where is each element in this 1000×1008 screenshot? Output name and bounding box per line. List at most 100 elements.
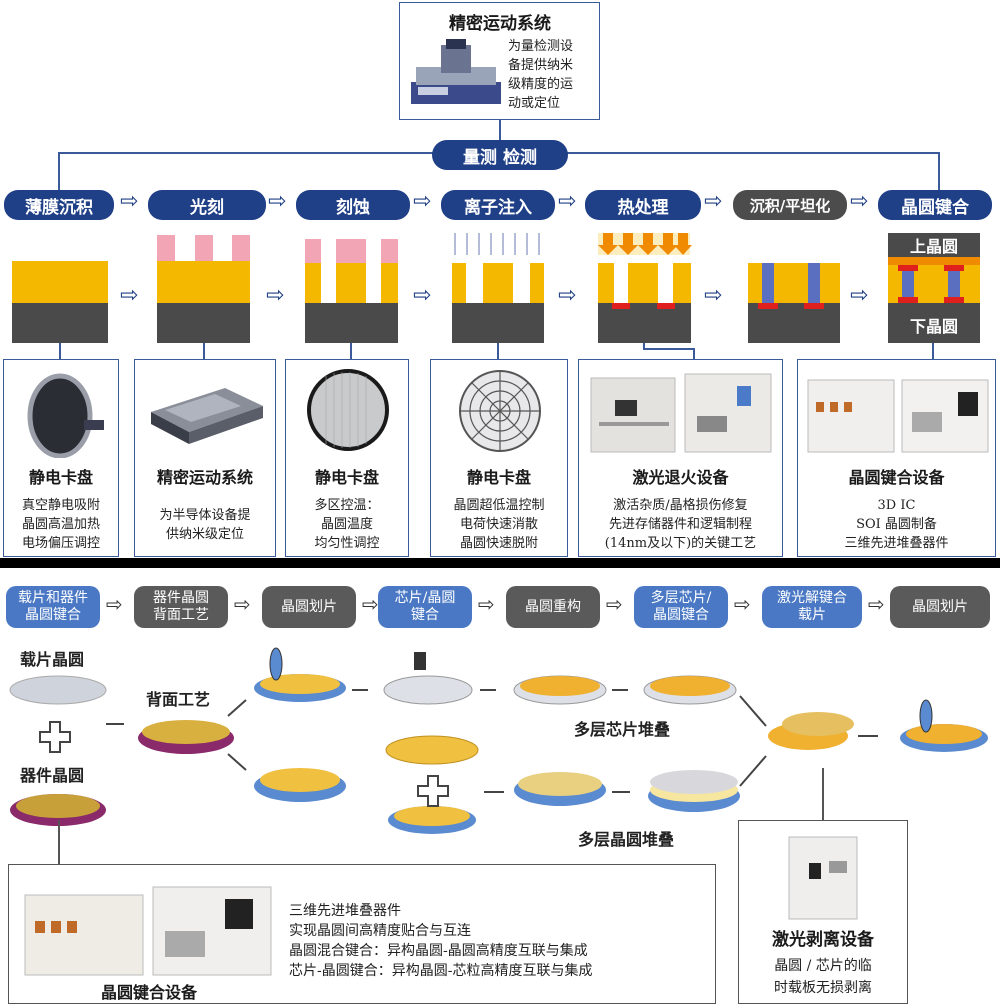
laser-debond-machine-image <box>788 836 858 920</box>
connector-line <box>643 343 645 349</box>
equipment-desc: 多区控温：晶圆温度均匀性调控 <box>314 498 380 551</box>
bonding-diagram <box>888 233 980 343</box>
electrostatic-chuck-image <box>307 369 389 451</box>
connector-line <box>643 348 693 350</box>
equipment-box-esc-1: 静电卡盘 真空静电吸附晶圆高温加热电场偏压调控 <box>3 359 119 557</box>
device-wafer-label: 器件晶圆 <box>20 766 85 785</box>
carrier-wafer-label: 载片晶圆 <box>20 650 85 669</box>
laser-debond-box: 激光剥离设备 晶圆 / 芯片的临时载板无损剥离 <box>738 820 908 1004</box>
equipment-box-esc-3: 静电卡盘 晶圆超低温控制电荷快速消散晶圆快速脱附 <box>430 359 568 557</box>
flow-step-1: 载片和器件 晶圆键合 <box>6 586 100 628</box>
process-diagrams <box>12 233 980 343</box>
flow-step-5: 晶圆重构 <box>506 586 600 628</box>
connector-line <box>58 820 60 864</box>
stacking-illustration <box>9 647 988 834</box>
step-deposition-planarization: 沉积/平坦化 <box>733 190 847 220</box>
arrow-icon: ⇨ <box>868 592 885 616</box>
wafer-bonding-machine-image <box>807 379 989 453</box>
flow-step-7: 激光解键合 载片 <box>762 586 862 628</box>
bonding-machines-image <box>24 886 272 976</box>
arrow-icon: ⇨ <box>234 592 251 616</box>
equipment-title: 静电卡盘 <box>314 468 379 487</box>
planarization-diagram <box>748 263 840 343</box>
arrow-icon: ⇨ <box>120 283 139 308</box>
equipment-desc: 晶圆超低温控制电荷快速消散晶圆快速脱附 <box>453 498 545 551</box>
flow-step-4: 芯片/晶圆 键合 <box>378 586 472 628</box>
arrow-icon: ⇨ <box>606 592 623 616</box>
arrow-icon: ⇨ <box>734 592 751 616</box>
arrow-icon: ⇨ <box>704 189 723 214</box>
arrow-icon: ⇨ <box>478 592 495 616</box>
equipment-title: 精密运动系统 <box>156 468 253 487</box>
step-ion-implant: 离子注入 <box>441 190 555 220</box>
thin-film-diagram <box>12 261 108 343</box>
arrow-icon: ⇨ <box>268 189 287 214</box>
arrow-icon: ⇨ <box>413 189 432 214</box>
equipment-desc: 真空静电吸附晶圆高温加热电场偏压调控 <box>21 498 100 551</box>
top-box-desc: 为量检测设 备提供纳米 级精度的运 动或定位 <box>508 39 574 111</box>
connector-line <box>938 152 940 190</box>
multi-chip-stack-label: 多层芯片堆叠 <box>574 720 671 739</box>
arrow-icon: ⇨ <box>704 283 723 308</box>
connector-line <box>693 348 695 359</box>
arrow-icon: ⇨ <box>266 283 285 308</box>
laser-debond-title: 激光剥离设备 <box>772 930 874 950</box>
equipment-title: 静电卡盘 <box>28 468 93 487</box>
equipment-box-motion: 精密运动系统 为半导体设备提供纳米级定位 <box>134 359 276 557</box>
equipment-title: 晶圆键合设备 <box>848 468 945 487</box>
equipment-title: 激光退火设备 <box>632 468 729 487</box>
arrow-icon: ⇨ <box>106 592 123 616</box>
bonding-equipment-box: 晶圆键合设备 三维先进堆叠器件实现晶圆间高精度贴合与互连 晶圆混合键合：异构晶圆… <box>8 864 716 1004</box>
lower-wafer-label: 下晶圆 <box>909 317 958 336</box>
electrostatic-chuck-image <box>459 370 541 452</box>
arrow-icon: ⇨ <box>362 592 379 616</box>
bonding-box-title: 晶圆键合设备 <box>100 983 197 1002</box>
connector-line <box>59 343 61 359</box>
arrow-icon: ⇨ <box>413 283 432 308</box>
motion-stage-image <box>151 388 263 444</box>
electrostatic-chuck-image <box>27 373 104 458</box>
arrow-icon: ⇨ <box>850 283 869 308</box>
arrow-icon: ⇨ <box>120 189 139 214</box>
arrow-icon: ⇨ <box>850 189 869 214</box>
equipment-title: 静电卡盘 <box>466 468 531 487</box>
connector-line <box>822 768 824 820</box>
upper-wafer-label: 上晶圆 <box>909 237 958 256</box>
section-divider <box>0 558 1000 568</box>
ion-implant-diagram <box>452 233 544 343</box>
flow-step-2: 器件晶圆 背面工艺 <box>134 586 228 628</box>
bonding-box-desc: 三维先进堆叠器件实现晶圆间高精度贴合与互连 晶圆混合键合：异构晶圆-晶圆高精度互… <box>289 903 593 979</box>
step-thin-film: 薄膜沉积 <box>4 190 114 220</box>
precision-stage-image <box>411 39 501 104</box>
top-precision-motion-box: 精密运动系统 为量检测设 备提供纳米 级精度的运 动或定位 <box>399 2 600 120</box>
multi-wafer-stack-label: 多层晶圆堆叠 <box>578 830 675 849</box>
step-etch: 刻蚀 <box>296 190 410 220</box>
equipment-desc: 激活杂质/晶格损伤修复先进存储器件和逻辑制程(14nm及以下)的关键工艺 <box>604 498 757 551</box>
flow-step-8: 晶圆划片 <box>890 586 990 628</box>
lithography-diagram <box>157 235 250 343</box>
flow-step-6: 多层芯片/ 晶圆键合 <box>634 586 728 628</box>
equipment-box-laser-anneal: 激光退火设备 激活杂质/晶格损伤修复先进存储器件和逻辑制程(14nm及以下)的关… <box>578 359 783 557</box>
step-lithography: 光刻 <box>148 190 266 220</box>
connector-line <box>497 343 499 359</box>
top-box-title: 精密运动系统 <box>449 14 551 34</box>
connector-line <box>499 120 501 142</box>
arrow-icon: ⇨ <box>558 283 577 308</box>
arrow-icon: ⇨ <box>558 189 577 214</box>
backside-process-label: 背面工艺 <box>146 690 211 709</box>
connector-line <box>58 152 60 190</box>
equipment-desc: 为半导体设备提供纳米级定位 <box>159 508 251 542</box>
laser-debond-desc: 晶圆 / 芯片的临时载板无损剥离 <box>774 958 872 996</box>
connector-line <box>203 343 205 359</box>
heat-treatment-diagram <box>598 233 692 343</box>
etch-diagram <box>305 239 398 343</box>
laser-anneal-machine-image <box>590 373 772 453</box>
connector-line <box>932 343 934 359</box>
step-wafer-bonding: 晶圆键合 <box>878 190 992 220</box>
flow-step-3: 晶圆划片 <box>262 586 356 628</box>
step-heat-treatment: 热处理 <box>585 190 701 220</box>
equipment-box-esc-2: 静电卡盘 多区控温：晶圆温度均匀性调控 <box>285 359 409 557</box>
metrology-label: 量测 检测 <box>432 140 568 170</box>
